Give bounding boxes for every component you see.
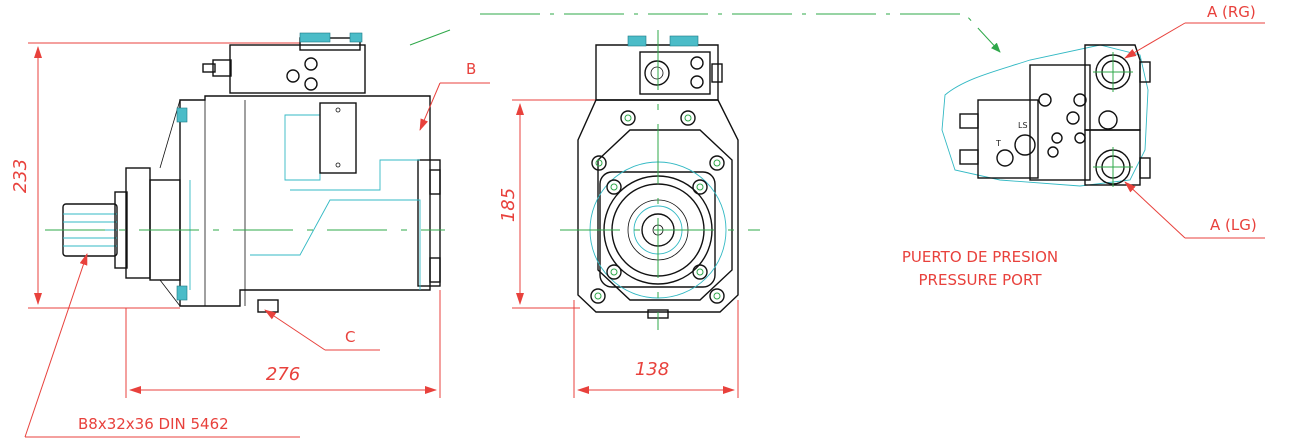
valve-t-label: T: [995, 139, 1001, 148]
pump-housing: [179, 95, 431, 307]
port-a-rg-text: A (RG): [1207, 3, 1256, 21]
front-view: 185 138: [498, 30, 760, 398]
dim-height-side: 233: [10, 42, 300, 309]
dim-233-text: 233: [10, 159, 31, 193]
port-a-lg-text: A (LG): [1210, 216, 1257, 234]
port-b-callout: B: [419, 60, 490, 131]
dim-length-side: 276: [125, 290, 441, 398]
port-c-callout: C: [264, 309, 380, 351]
detail-view: T LS: [941, 44, 1151, 187]
shaft-spec-text: B8x32x36 DIN 5462: [78, 415, 229, 433]
dim-138-text: 138: [635, 359, 669, 380]
pressure-port-en-text: PRESSURE PORT: [919, 271, 1043, 289]
side-view: 233 276: [10, 29, 451, 398]
flange-bolts: [590, 110, 725, 304]
port-b-text: B: [466, 60, 476, 78]
pressure-port-es-text: PUERTO DE PRESION: [902, 248, 1058, 266]
detail-leader: [480, 13, 1001, 53]
shaft-spec-callout: B8x32x36 DIN 5462: [24, 253, 300, 438]
dim-276-text: 276: [266, 364, 300, 385]
mounting-flange: [125, 167, 151, 279]
dim-width-front: 138: [573, 300, 739, 398]
dim-height-front: 185: [498, 99, 600, 309]
top-valve-block: [202, 32, 366, 94]
port-a-rg-callout: A (RG): [1124, 3, 1265, 59]
valve-ls-label: LS: [1018, 121, 1028, 130]
control-cover: [319, 102, 357, 174]
dim-185-text: 185: [498, 188, 519, 222]
port-c-text: C: [345, 328, 355, 346]
port-a-lg-callout: A (LG): [1124, 181, 1265, 239]
